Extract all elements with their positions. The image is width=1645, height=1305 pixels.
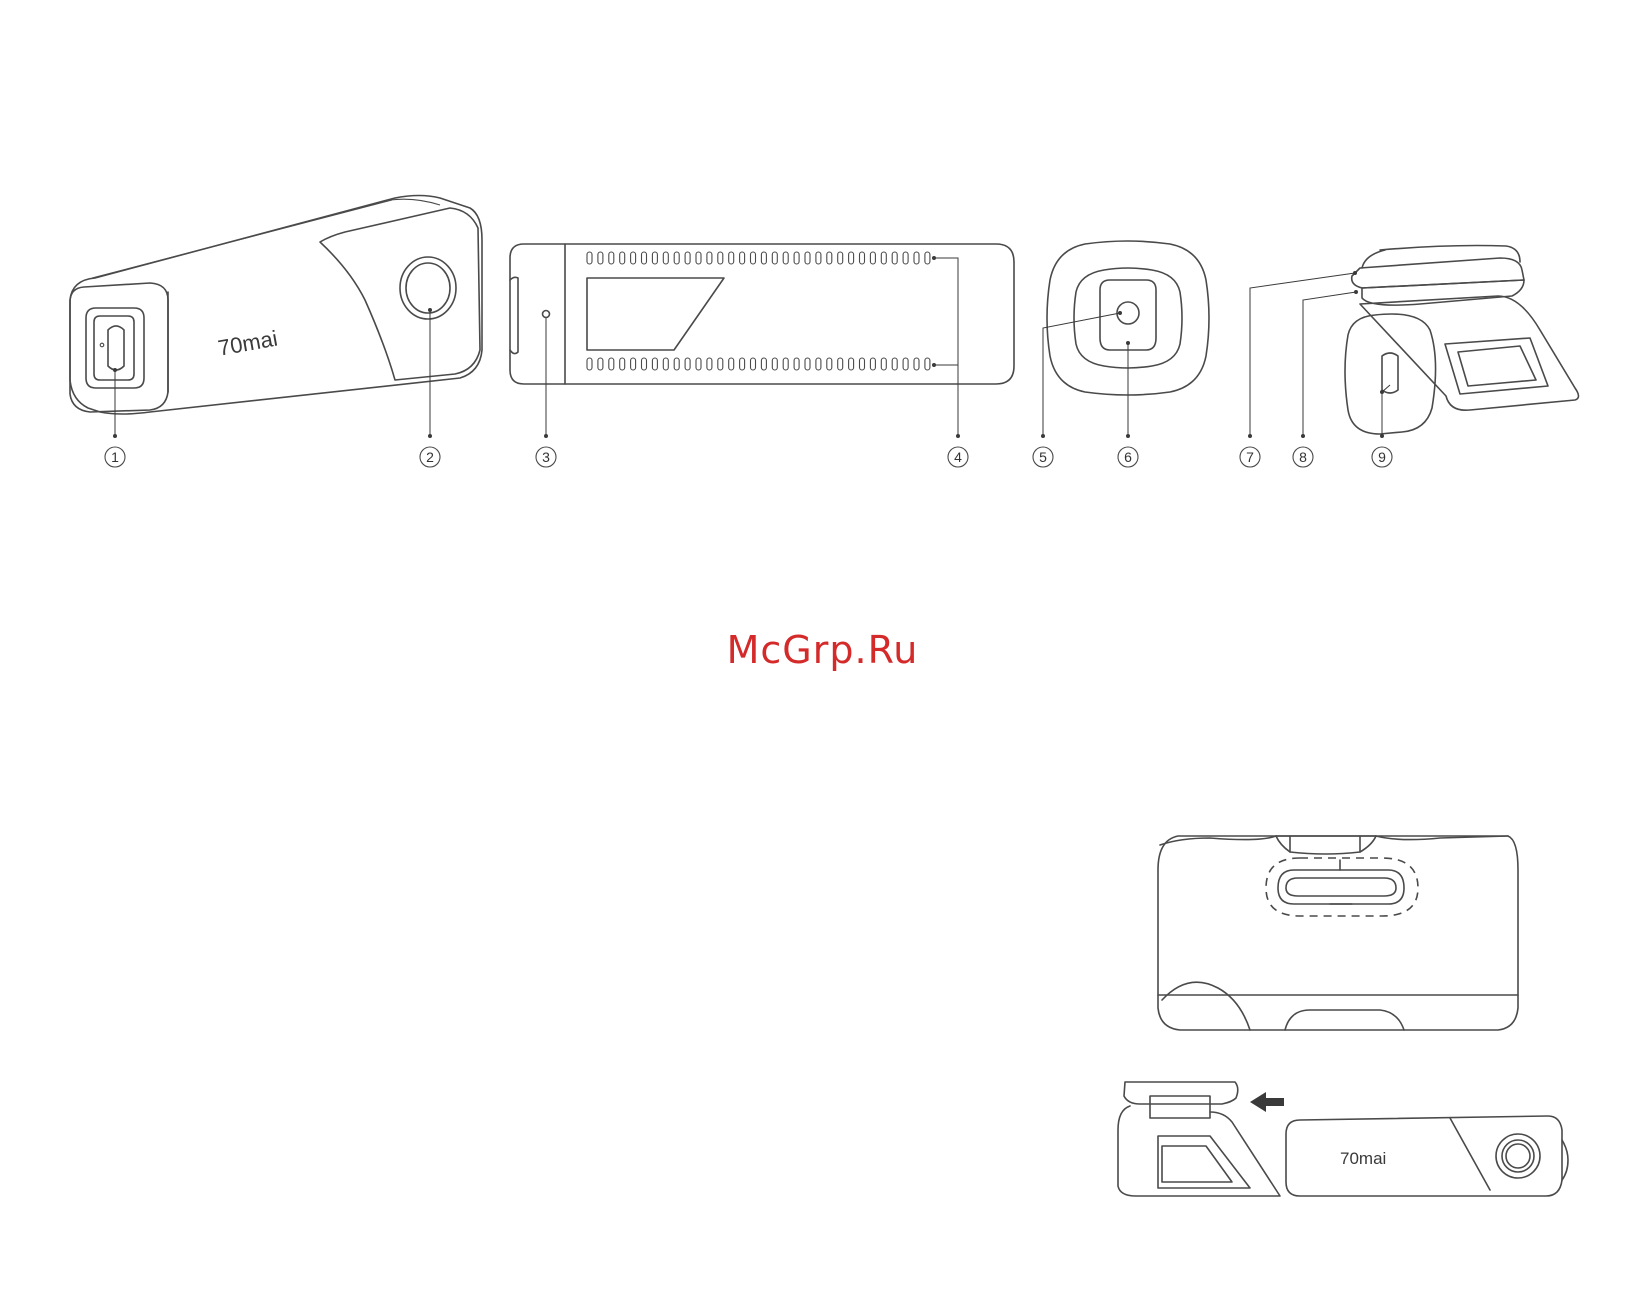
arrow-left-icon — [1250, 1092, 1284, 1112]
brand-logo-text: 70mai — [216, 326, 279, 361]
svg-text:7: 7 — [1246, 449, 1254, 465]
vent-slot — [663, 358, 668, 370]
vent-slot — [881, 252, 886, 264]
vent-slot — [598, 252, 603, 264]
vent-slot — [903, 252, 908, 264]
vent-slot — [881, 358, 886, 370]
svg-text:2: 2 — [426, 449, 434, 465]
vent-slot — [761, 252, 766, 264]
vent-slot — [631, 358, 636, 370]
callout-7: 7 — [1240, 447, 1260, 467]
vent-slot — [696, 252, 701, 264]
vent-slot — [718, 358, 723, 370]
vent-slot — [631, 252, 636, 264]
vent-slot — [849, 358, 854, 370]
vent-slot — [609, 252, 614, 264]
watermark-text: McGrp.Ru — [0, 628, 1645, 672]
svg-text:5: 5 — [1039, 449, 1047, 465]
vent-slot — [696, 358, 701, 370]
vent-slot — [816, 252, 821, 264]
vent-slot — [685, 252, 690, 264]
vent-slot — [914, 358, 919, 370]
vent-slot — [707, 252, 712, 264]
assembly-brand-text: 70mai — [1340, 1149, 1386, 1168]
vent-slot — [794, 252, 799, 264]
camera-perspective-view: 70mai — [70, 196, 482, 415]
vent-slot — [849, 252, 854, 264]
vent-slot — [827, 252, 832, 264]
vent-slot — [587, 252, 592, 264]
vent-slot — [816, 358, 821, 370]
vent-slot — [870, 358, 875, 370]
vent-slot — [892, 252, 897, 264]
vent-slot — [751, 358, 756, 370]
svg-text:8: 8 — [1299, 449, 1307, 465]
vent-slot — [642, 252, 647, 264]
vent-slot — [642, 358, 647, 370]
vent-slot — [598, 358, 603, 370]
vent-slot — [707, 358, 712, 370]
vent-slot — [783, 252, 788, 264]
vent-slot — [783, 358, 788, 370]
vent-slot — [925, 358, 930, 370]
vent-slot — [805, 358, 810, 370]
vent-slot — [860, 252, 865, 264]
vent-row-bottom — [587, 358, 930, 370]
vent-row-top — [587, 252, 930, 264]
callout-2: 2 — [420, 447, 440, 467]
vent-slot — [772, 358, 777, 370]
vent-slot — [674, 252, 679, 264]
vent-slot — [620, 358, 625, 370]
callout-9: 9 — [1372, 447, 1392, 467]
camera-side-view — [510, 244, 1014, 384]
vent-slot — [740, 358, 745, 370]
callout-4: 4 — [948, 447, 968, 467]
vent-slot — [838, 252, 843, 264]
vent-slot — [925, 252, 930, 264]
svg-text:1: 1 — [111, 449, 119, 465]
vent-slot — [729, 358, 734, 370]
vent-slot — [674, 358, 679, 370]
vent-slot — [838, 358, 843, 370]
callout-5: 5 — [1033, 447, 1053, 467]
vent-slot — [794, 358, 799, 370]
vent-slot — [587, 358, 592, 370]
assembly-view: 70mai — [1118, 1082, 1568, 1196]
callout-6: 6 — [1118, 447, 1138, 467]
vent-slot — [729, 252, 734, 264]
vent-slot — [914, 252, 919, 264]
leader-dots — [113, 256, 1384, 438]
vent-slot — [892, 358, 897, 370]
vent-slot — [827, 358, 832, 370]
vent-slot — [903, 358, 908, 370]
vent-slot — [805, 252, 810, 264]
callout-3: 3 — [536, 447, 556, 467]
vent-slot — [761, 358, 766, 370]
vent-slot — [751, 252, 756, 264]
mount-bottom-view — [1158, 836, 1518, 1030]
vent-slot — [860, 358, 865, 370]
callout-1: 1 — [105, 447, 125, 467]
mount-view — [1345, 246, 1579, 435]
vent-slot — [870, 252, 875, 264]
svg-text:6: 6 — [1124, 449, 1132, 465]
vent-slot — [772, 252, 777, 264]
vent-slot — [620, 252, 625, 264]
vent-slot — [718, 252, 723, 264]
vent-slot — [609, 358, 614, 370]
vent-slot — [740, 252, 745, 264]
svg-text:4: 4 — [954, 449, 962, 465]
vent-slot — [652, 358, 657, 370]
callout-8: 8 — [1293, 447, 1313, 467]
svg-text:3: 3 — [542, 449, 550, 465]
vent-slot — [652, 252, 657, 264]
vent-slot — [685, 358, 690, 370]
vent-slot — [663, 252, 668, 264]
svg-text:9: 9 — [1378, 449, 1386, 465]
callout-leaders — [115, 258, 1390, 436]
